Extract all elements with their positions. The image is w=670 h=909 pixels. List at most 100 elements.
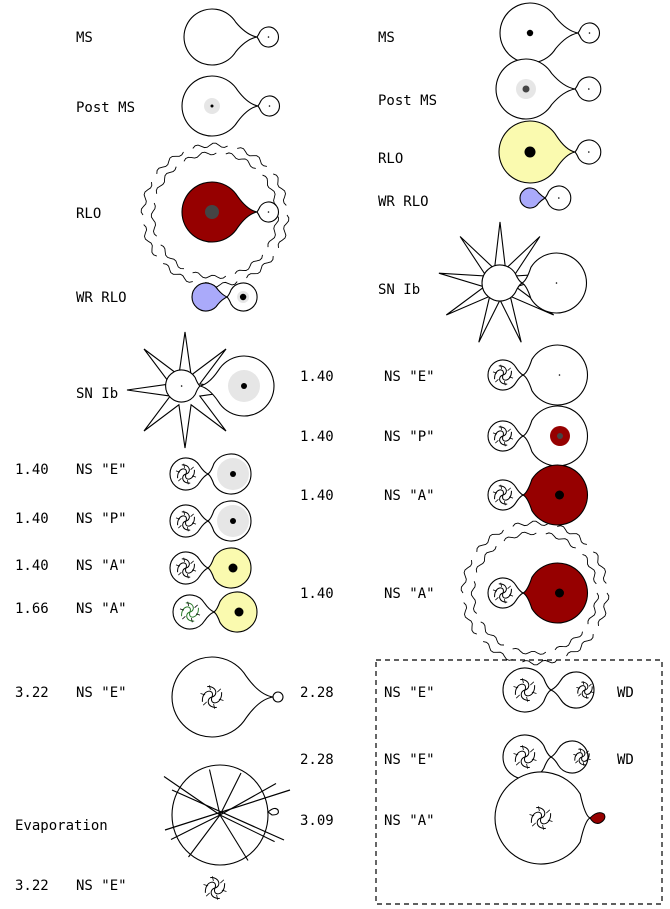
evaporation-ray [219,814,275,843]
neutron-star-spike [175,517,181,520]
evaporation-companion [267,807,279,816]
left-postms-system [181,75,281,137]
primary-star [210,104,214,108]
right-companion-wd-1: WD [617,685,634,701]
companion-core [241,383,247,389]
wind-arc [512,647,547,655]
right-label-wrrlo: WR RLO [378,194,429,210]
left-ns-a-system-2 [172,591,258,633]
evaporation-ray [219,772,242,816]
right-companion-wd-2: WD [617,752,634,768]
evaporation-ray [170,814,221,840]
neutron-star-spike [526,763,529,769]
right-mass-7: 3.09 [300,813,334,829]
wind-arc [237,147,267,167]
left-ns-e-large-system [171,656,284,738]
ns-lobe [487,359,525,391]
donor-core [230,518,236,524]
right-label-rlo: RLO [378,151,403,167]
neutron-star-spike [187,527,189,532]
evaporation-ray [219,814,249,861]
left-mass-1: 1.40 [15,462,49,478]
right-labels: MS Post MS RLO WR RLO SN Ib 1.40 NS "E" … [300,30,634,829]
left-ns-p-system [169,500,252,542]
neutron-star-spike [515,694,520,699]
neutron-star-glyph [179,601,201,623]
companion-core [239,293,247,301]
neutron-star-spike [178,571,182,576]
neutron-star-glyph [200,685,224,709]
wind-ring [140,142,290,288]
neutron-star-spike [220,879,225,884]
right-mass-3: 1.40 [300,488,334,504]
neutron-star-spike [208,685,211,691]
right-label-postms: Post MS [378,93,437,109]
neutron-star-spike [500,425,502,430]
secondary-lobe [165,369,201,403]
right-label-ns-e-2: NS "E" [384,685,435,701]
neutron-star-spike [187,480,189,485]
evaporation-ray [188,814,221,858]
neutron-star-spike [175,470,181,473]
right-label-ns-a-2: NS "A" [384,586,435,602]
wind-ring [470,531,599,655]
neutron-star-spike [582,681,585,685]
neutron-star-spike [495,596,499,601]
neutron-star-glyph [513,678,537,702]
neutron-star-glyph [492,364,514,386]
neutron-star-spike [191,522,197,525]
companion-star [588,151,590,153]
left-ns-e-system [169,453,252,495]
wd-group-box [375,659,663,905]
neutron-star-loops [530,807,552,829]
left-label-snib: SN Ib [76,386,118,402]
left-label-ms: MS [76,30,93,46]
right-ms-system [499,2,601,64]
companion-star [588,88,590,90]
neutron-star-spike [183,510,185,515]
neutron-star-spike [547,819,553,822]
ns-lobe [169,551,210,585]
wd-donor [589,812,606,824]
neutron-star-spike [183,463,185,468]
right-mass-4: 1.40 [300,586,334,602]
neutron-star-spike [504,599,506,604]
primary-lobe [191,282,229,312]
primary-lobe [499,2,579,64]
neutron-star-spike [508,594,514,597]
right-ns-wd-system-2 [502,734,591,780]
donor-core [228,563,238,573]
right-ns-wd-system-1 [502,667,595,713]
neutron-star-glyph [573,748,591,766]
left-final-ns [203,876,227,900]
neutron-star-spike [211,876,214,882]
left-wrrlo-system [191,282,258,312]
right-snib-binary [481,252,587,314]
left-label-postms: Post MS [76,100,135,116]
left-label-ns-a-2: NS "A" [76,601,127,617]
neutron-star-spike [542,824,545,830]
neutron-star-spike [191,569,197,572]
neutron-star-spike [526,696,529,702]
wind-arc [554,631,583,651]
neutron-star-spike [218,698,224,701]
wind-ring [460,520,610,666]
neutron-star-loops [514,679,536,701]
companion-star [268,105,271,107]
primary-lobe [183,8,258,66]
neutron-star-spike [213,703,216,709]
neutron-star-spike [507,428,511,433]
neutron-star-spike [537,806,540,812]
neutron-star-loops [177,464,195,484]
neutron-star-spike [576,686,580,689]
neutron-star-spike [587,758,591,761]
wind-arc [483,641,513,661]
companion-star [588,32,591,34]
binary-drawings [126,2,610,900]
neutron-star-loops [494,426,512,446]
donor-core [555,588,564,598]
wind-arc [557,525,587,545]
left-rlo-envelope [140,142,290,288]
right-label-ns-e-3: NS "E" [384,752,435,768]
right-label-ms: MS [378,30,395,46]
